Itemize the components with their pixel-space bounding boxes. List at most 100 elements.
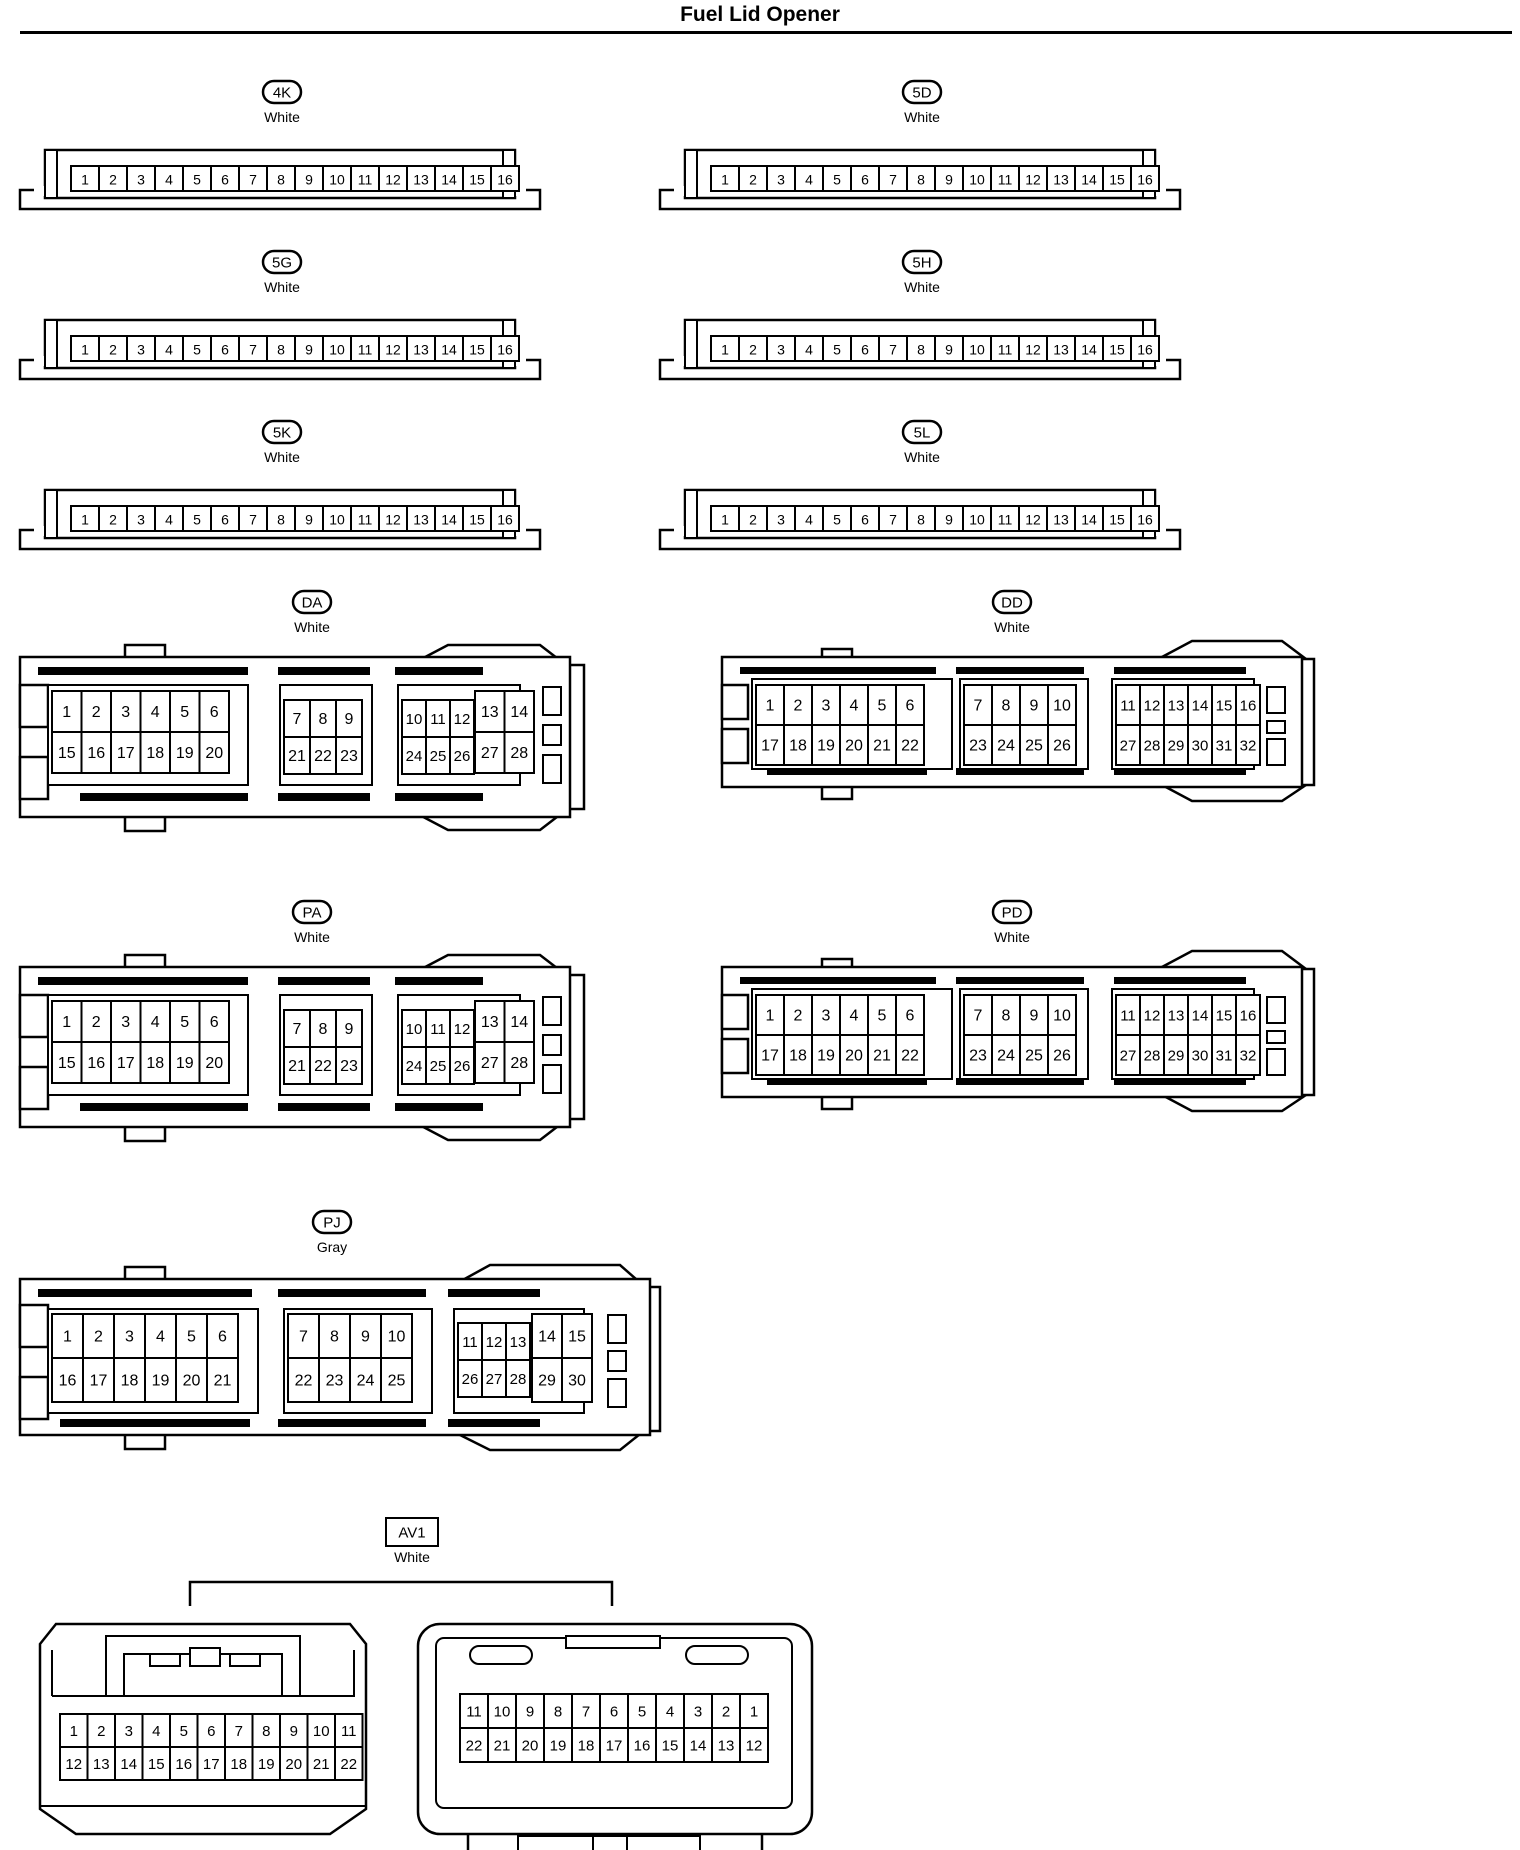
pin-cell — [70, 165, 100, 192]
housing-slot — [278, 977, 370, 985]
pin-number: 2 — [749, 342, 757, 358]
pin-number: 12 — [1144, 698, 1161, 715]
pin-cell — [490, 165, 520, 192]
pin-number: 14 — [441, 172, 457, 188]
pin-number: 16 — [87, 1055, 105, 1072]
pin-number: 15 — [58, 1055, 76, 1072]
pin-number: 10 — [406, 1021, 423, 1038]
pin-cell — [490, 335, 520, 362]
pin-number: 14 — [441, 342, 457, 358]
pin-number: 27 — [486, 1371, 503, 1388]
pin-number: 6 — [610, 1704, 618, 1721]
pin-number: 31 — [1216, 738, 1233, 755]
connector-label-pill — [991, 899, 1033, 925]
pin-cell — [335, 736, 363, 775]
pin-cell — [515, 1727, 545, 1763]
pin-cell — [98, 165, 128, 192]
pin-number: 18 — [230, 1756, 247, 1773]
connector-notch — [18, 1303, 50, 1349]
pin-number: 26 — [1053, 1048, 1071, 1065]
connector-latch — [607, 1350, 627, 1372]
pin-cell — [309, 1009, 337, 1048]
connector-latch — [1266, 996, 1286, 1024]
connector-code: DD — [1001, 595, 1023, 612]
pin-cell — [462, 505, 492, 532]
pin-number: 30 — [1192, 738, 1209, 755]
pin-cell — [1235, 994, 1261, 1036]
pin-number: 4 — [850, 1008, 859, 1025]
pin-number: 20 — [285, 1756, 302, 1773]
pin-number: 1 — [766, 1008, 775, 1025]
pin-number: 15 — [1109, 512, 1125, 528]
pin-cell — [139, 1041, 171, 1084]
connector-latch — [684, 319, 698, 369]
pin-number: 17 — [761, 738, 779, 755]
connector-code: PA — [303, 905, 322, 922]
housing-slot — [1114, 1078, 1246, 1085]
pin-cell — [867, 724, 897, 766]
connector-color: White — [394, 1549, 430, 1565]
pin-number: 2 — [109, 512, 117, 528]
pin-cell — [934, 335, 964, 362]
pin-number: 22 — [901, 1048, 919, 1065]
pin-number: 32 — [1240, 1048, 1257, 1065]
pin-number: 5 — [180, 1014, 189, 1031]
pin-number: 5 — [180, 1723, 188, 1740]
pin-number: 10 — [388, 1329, 406, 1346]
pin-number: 4 — [151, 704, 160, 721]
pin-cell — [503, 690, 535, 733]
pin-number: 14 — [538, 1329, 556, 1346]
pin-number: 20 — [205, 1055, 223, 1072]
pin-number: 17 — [203, 1756, 220, 1773]
housing-slot — [395, 977, 483, 985]
connector-latch — [542, 1034, 562, 1056]
pin-number: 26 — [462, 1371, 479, 1388]
connector-inner-line — [51, 1650, 355, 1697]
pin-number: 14 — [1081, 512, 1097, 528]
pin-number: 3 — [822, 698, 831, 715]
pin-number: 6 — [861, 342, 869, 358]
pin-number: 12 — [385, 172, 401, 188]
connector-color: White — [294, 619, 330, 635]
pin-number: 9 — [305, 342, 313, 358]
pin-cell — [59, 1746, 89, 1781]
pin-number: 9 — [290, 1723, 298, 1740]
pin-number: 13 — [1168, 698, 1185, 715]
pin-cell — [51, 1041, 83, 1084]
connector-latch — [542, 686, 562, 716]
pin-number: 24 — [997, 738, 1015, 755]
pin-number: 10 — [494, 1704, 511, 1721]
pin-number: 24 — [406, 748, 423, 765]
pin-number: 4 — [156, 1329, 165, 1346]
pin-cell — [169, 731, 201, 774]
pin-cell — [1211, 684, 1237, 726]
pin-cell — [169, 1041, 201, 1084]
pin-number: 23 — [340, 748, 358, 765]
pin-number: 7 — [293, 1021, 302, 1038]
connector-label-pill — [311, 1209, 353, 1235]
pin-number: 7 — [249, 512, 257, 528]
pin-number: 6 — [861, 172, 869, 188]
pin-number: 20 — [205, 745, 223, 762]
pin-number: 6 — [207, 1723, 215, 1740]
pin-number: 20 — [845, 738, 863, 755]
pin-cell — [459, 1693, 489, 1729]
pin-number: 16 — [59, 1373, 77, 1390]
pin-cell — [335, 1046, 363, 1085]
pin-cell — [154, 335, 184, 362]
pin-number: 3 — [125, 1329, 134, 1346]
pin-number: 18 — [789, 738, 807, 755]
pin-cell — [434, 165, 464, 192]
pin-cell — [1047, 684, 1077, 726]
connector-slot — [685, 1645, 749, 1665]
connector-latch — [607, 1378, 627, 1408]
pin-number: 12 — [1025, 512, 1041, 528]
pin-cell — [481, 1359, 507, 1398]
pin-number: 19 — [817, 1048, 835, 1065]
pin-cell — [206, 1313, 239, 1359]
connector-latch — [542, 724, 562, 746]
pin-number: 8 — [319, 1021, 328, 1038]
